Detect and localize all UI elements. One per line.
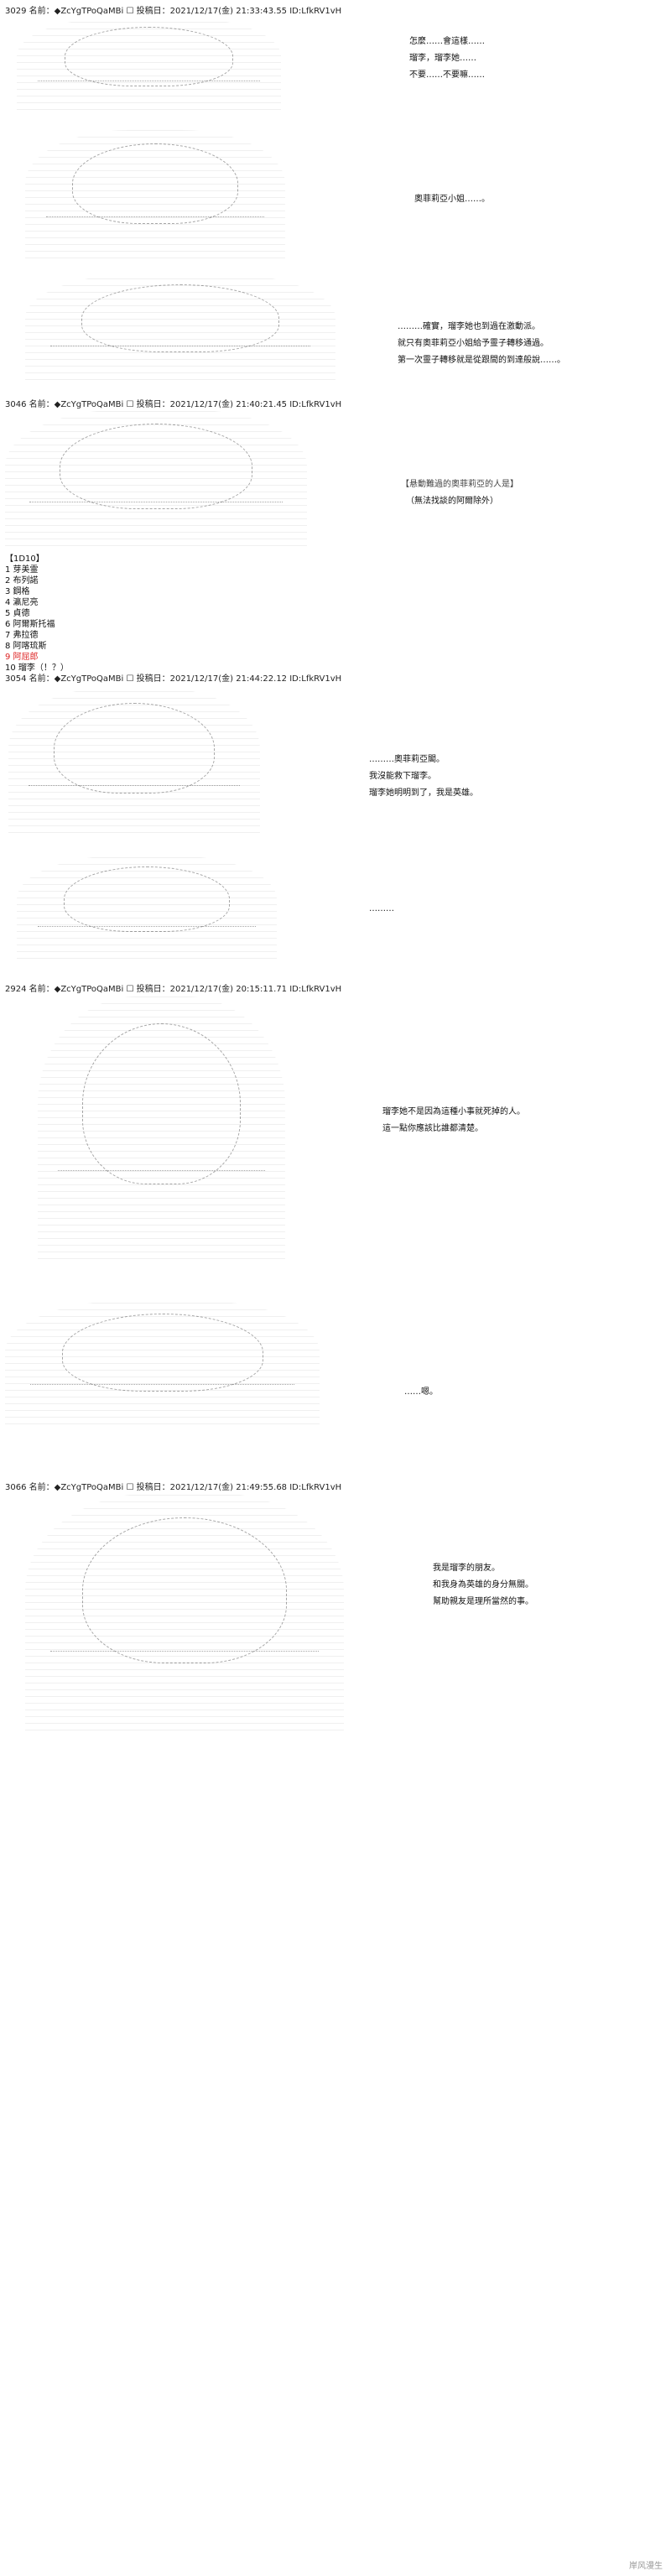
dialogue-4: 【悬動難過的奧菲莉亞的人是】 （無法找談的阿爾除外） [401,476,518,510]
post-header-2924: 2924 名前：◆ZcYgTPoQaMBi ☐ 投稿日：2021/12/17(金… [5,985,342,994]
vote-item: 2 布列諾 [5,576,39,585]
vote-item: 5 貞德 [5,609,30,618]
ascii-art-2 [25,130,285,264]
ascii-art-7 [38,997,285,1265]
dialogue-line: 【悬動難過的奧菲莉亞的人是】 [401,480,518,489]
dialogue-line: （無法找談的阿爾除外） [406,497,498,506]
dialogue-line: 瑠李她明明到了，我是英雄。 [369,788,478,798]
dialogue-1: 怎麼……會這樣…… 瑠李，瑠李她…… 不要……不要嘛…… [409,34,485,84]
dialogue-7: 瑠李她不是因為這種小事就死掉的人。 這一點你應該比誰都清楚。 [382,1104,525,1137]
ascii-art-9 [25,1493,344,1736]
dialogue-9: 我是瑠李的朋友。 和我身為英雄的身分無關。 幫助親友是理所當然的事。 [433,1560,533,1611]
dialogue-line: ………確實，瑠李她也到過在激動派。 [398,322,540,331]
dialogue-3: ………確實，瑠李她也到過在激動派。 就只有奧菲莉亞小姐給予靈子轉移通過。 第一次… [398,319,565,369]
vote-item: 6 阿爾斯托福 [5,620,55,629]
vote-item: 10 瑠李（！？） [5,664,69,673]
post-header-3029: 3029 名前：◆ZcYgTPoQaMBi ☐ 投稿日：2021/12/17(金… [5,7,342,16]
post-header-3054: 3054 名前：◆ZcYgTPoQaMBi ☐ 投稿日：2021/12/17(金… [5,674,342,684]
dialogue-8: ……嗯。 [404,1384,438,1401]
vote-item: 8 阿喀琉斯 [5,642,47,651]
ascii-art-8 [5,1300,320,1430]
ascii-art-6 [17,856,277,965]
ascii-art-3 [25,273,336,386]
dialogue-6: ……… [369,901,394,918]
vote-item: 3 鋼格 [5,587,30,596]
dialogue-line: 怎麼……會這樣…… [409,37,485,46]
dialogue-line: 奧菲莉亞小姐……。 [414,195,490,204]
dialogue-line: 我是瑠李的朋友。 [433,1564,500,1573]
ascii-art-1 [17,17,281,116]
dialogue-line: 第一次靈子轉移就是從跟間的到達般說……。 [398,356,565,365]
dialogue-line: 幫助親友是理所當然的事。 [433,1597,533,1606]
dialogue-line: 和我身為英雄的身分無關。 [433,1580,533,1590]
vote-item-highlight: 9 阿屈郎 [5,653,39,662]
dialogue-line: 我沒能救下瑠李。 [369,772,436,781]
dialogue-line: 瑠李她不是因為這種小事就死掉的人。 [382,1107,525,1116]
dialogue-line: 就只有奧菲莉亞小姐給予靈子轉移通過。 [398,339,549,348]
vote-item: 4 瀛尼亮 [5,598,39,607]
dialogue-line: ……嗯。 [404,1387,438,1397]
ascii-art-4 [5,409,307,552]
dialogue-5: ………奧菲莉亞閣。 我沒能救下瑠李。 瑠李她明明到了，我是英雄。 [369,752,478,802]
dialogue-line: 瑠李，瑠李她…… [409,54,476,63]
post-header-3046: 3046 名前：◆ZcYgTPoQaMBi ☐ 投稿日：2021/12/17(金… [5,400,342,409]
vote-title: 【1D10】 [5,554,44,564]
dialogue-2: 奧菲莉亞小姐……。 [414,191,490,208]
vote-list: 【1D10】 1 芽美霊 2 布列諾 3 鋼格 4 瀛尼亮 5 貞德 6 阿爾斯… [5,554,69,674]
dialogue-line: ………奧菲莉亞閣。 [369,755,445,764]
vote-item: 1 芽美霊 [5,565,39,575]
watermark: 岸风漫生 [629,2562,663,2571]
post-header-3066: 3066 名前：◆ZcYgTPoQaMBi ☐ 投稿日：2021/12/17(金… [5,1483,342,1492]
dialogue-line: 這一點你應該比誰都清楚。 [382,1124,483,1133]
vote-item: 7 弗拉德 [5,631,39,640]
dialogue-line: 不要……不要嘛…… [409,70,485,80]
ascii-art-5 [8,688,260,839]
dialogue-line: ……… [369,904,394,913]
